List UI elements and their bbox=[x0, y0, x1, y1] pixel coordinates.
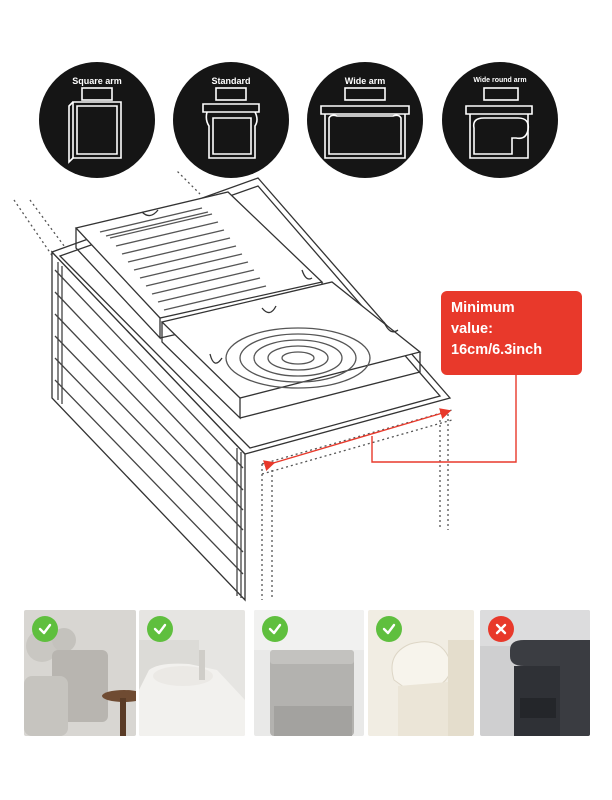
check-icon bbox=[268, 623, 282, 635]
wide-round-arm-icon bbox=[465, 87, 533, 159]
arm-type-label: Wide round arm bbox=[473, 77, 527, 84]
example-photo-1 bbox=[24, 610, 136, 736]
arm-type-label: Standard bbox=[211, 76, 251, 86]
check-icon bbox=[382, 623, 396, 635]
example-photo-3 bbox=[254, 610, 364, 736]
minimum-width-callout: Minimum value: 16cm/6.3inch bbox=[441, 291, 582, 375]
arm-type-wide: Wide arm bbox=[307, 62, 423, 178]
example-photo-2 bbox=[139, 610, 245, 736]
standard-arm-icon bbox=[202, 87, 260, 159]
arm-type-label: Wide arm bbox=[344, 76, 386, 86]
sofa-photo bbox=[24, 610, 136, 736]
arm-type-wide-round: Wide round arm bbox=[442, 62, 558, 178]
cross-icon bbox=[495, 623, 507, 635]
unsuitable-badge bbox=[488, 616, 514, 642]
arm-type-row: Square arm Standard Wide arm bbox=[0, 62, 612, 182]
example-photo-row bbox=[0, 610, 612, 738]
sofa-photo bbox=[480, 610, 590, 736]
check-icon bbox=[153, 623, 167, 635]
arm-type-standard: Standard bbox=[173, 62, 289, 178]
suitable-badge bbox=[147, 616, 173, 642]
check-icon bbox=[38, 623, 52, 635]
sofa-photo bbox=[368, 610, 474, 736]
callout-line-3: 16cm/6.3inch bbox=[451, 342, 543, 358]
arm-type-label: Square arm bbox=[72, 76, 122, 86]
suitable-badge bbox=[32, 616, 58, 642]
callout-line-1: Minimum bbox=[451, 300, 515, 316]
example-photo-5 bbox=[480, 610, 590, 736]
callout-line-2: value: bbox=[451, 321, 493, 337]
sofa-photo bbox=[139, 610, 245, 736]
example-photo-4 bbox=[368, 610, 474, 736]
suitable-badge bbox=[262, 616, 288, 642]
wide-arm-icon bbox=[320, 87, 410, 159]
armrest-tray-drawing bbox=[13, 170, 517, 602]
arm-type-square: Square arm bbox=[39, 62, 155, 178]
square-arm-icon bbox=[68, 87, 122, 164]
suitable-badge bbox=[376, 616, 402, 642]
